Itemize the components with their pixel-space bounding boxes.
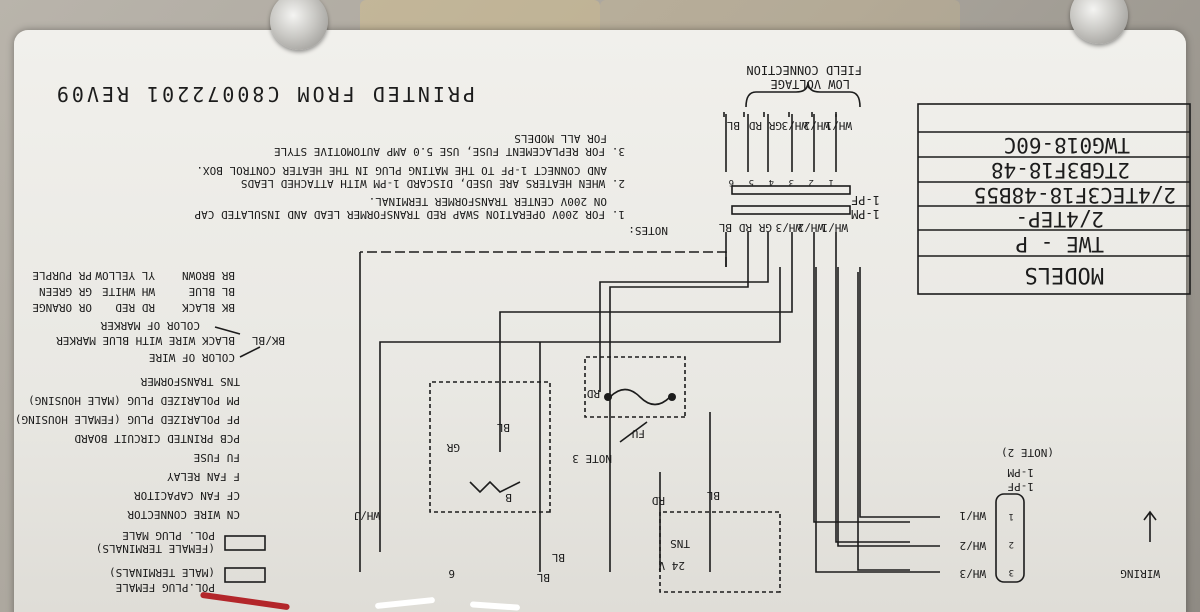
model-row: 2/4TEC3F18-48B55 <box>974 183 1176 207</box>
wiring-label: WIRING <box>1120 567 1160 580</box>
note-1-line-2: ON 200V CENTER TRANSFORMER TERMINAL. <box>369 195 607 208</box>
model-row: 2TGB3F18-48 <box>991 158 1130 182</box>
color-code: OR ORANGE <box>32 301 92 314</box>
color-code: BK BLACK <box>182 301 235 314</box>
fc-wire-label-lower: GR <box>758 221 772 234</box>
color-of-wire: COLOR OF WIRE <box>149 351 235 364</box>
plug-label-pf: 1-PF <box>851 193 880 207</box>
marker-description: BLACK WIRE WITH BLUE MARKER <box>56 334 235 347</box>
field-connection-title: FIELD CONNECTION <box>746 63 862 77</box>
note-3-line-2: FOR ALL MODELS <box>514 132 607 145</box>
legend-item: PF POLARIZED PLUG (FEMALE HOUSING) <box>15 413 240 426</box>
note-2-line-2: AND CONNECT 1-PF TO THE MATING PLUG IN T… <box>196 164 607 177</box>
wh-j-label: WH/J <box>354 509 381 522</box>
fc-wire-label: BL <box>726 119 740 132</box>
model-row: TWE - P <box>1015 232 1104 256</box>
color-of-marker: COLOR OF MARKER <box>100 319 200 332</box>
color-code: GR GREEN <box>39 285 92 298</box>
fc-pin: 3 <box>789 177 794 187</box>
heater-pin: 2 <box>1009 539 1014 549</box>
heater-wire: WH/1 <box>960 509 987 522</box>
notes-block: NOTES: 1. FOR 200V OPERATION SWAP RED TR… <box>194 132 668 237</box>
screw-icon <box>270 0 328 50</box>
marker-code: BK/BL <box>252 334 285 347</box>
legend-item: PM POLARIZED PLUG (MALE HOUSING) <box>28 394 240 407</box>
heater-wire: WH/3 <box>960 567 987 580</box>
color-code: WH WHITE <box>102 285 155 298</box>
tns-label: TNS <box>670 537 690 550</box>
heater-pin: 1 <box>1009 511 1014 521</box>
bl-bottom-label: BL <box>551 551 565 564</box>
low-voltage-title: LOW VOLTAGE <box>771 77 850 91</box>
fc-wire-label-lower: WH/2 <box>798 221 825 234</box>
field-connection-block: FIELD CONNECTION LOW VOLTAGE 1-PM 1-PF B… <box>718 63 880 267</box>
fc-pin: 4 <box>769 177 774 187</box>
heater-note: (NOTE 2) <box>1001 446 1054 459</box>
model-row: TWG018-60C <box>1004 133 1130 157</box>
schematic-wiring <box>359 251 910 593</box>
notes-heading: NOTES: <box>628 224 668 237</box>
fc-pin: 1 <box>829 177 834 187</box>
fc-pin: 5 <box>749 177 754 187</box>
plug-label-pm: 1-PM <box>851 207 880 221</box>
legend-item: F FAN RELAY <box>167 470 240 483</box>
color-code: RD RED <box>115 301 155 314</box>
fc-wire-label: WH/2 <box>804 119 831 132</box>
pol-plug-female: POL.PLUG FEMALE <box>116 581 215 594</box>
bl-bottom-label: BL <box>536 571 550 584</box>
fc-pin: 6 <box>729 177 734 187</box>
models-table: MODELS TWE - P 2/4TEP- 2/4TEC3F18-48B55 … <box>917 103 1191 295</box>
bl-vertical-label: BL <box>706 489 720 502</box>
volt-label: 24 V <box>658 559 685 572</box>
heater-pm: 1-PM <box>1007 466 1034 479</box>
b-label: B <box>505 491 512 504</box>
heater-wire: WH/2 <box>960 539 987 552</box>
fc-wire-label-lower: RD <box>739 221 752 234</box>
gr-label: GR <box>446 441 460 454</box>
rd-vertical-label: RD <box>652 494 665 507</box>
pol-plug-male: POL. PLUG MALE <box>122 529 215 542</box>
color-code-table: BR BROWN YL YELLOW PR PURPLE BL BLUE WH … <box>32 269 235 314</box>
legend-item: PCB PRINTED CIRCUIT BOARD <box>74 432 240 445</box>
note-1-line-1: 1. FOR 200V OPERATION SWAP RED TRANSFORM… <box>194 208 625 221</box>
color-code: BR BROWN <box>182 269 235 282</box>
note-3-line-1: 3. FOR REPLACEMENT FUSE, USE 5.0 AMP AUT… <box>274 145 625 158</box>
fc-wire-label: RD <box>749 119 762 132</box>
fc-wire-label-lower: WH/1 <box>822 221 849 234</box>
female-terminals: (FEMALE TERMINALS) <box>96 542 215 555</box>
fc-wire-label: WH/3 <box>782 119 809 132</box>
abbreviation-legend: TNS TRANSFORMER PM POLARIZED PLUG (MALE … <box>15 375 266 594</box>
heater-pin: 3 <box>1009 567 1014 577</box>
bl-label: BL <box>496 421 510 434</box>
fc-wire-label: GR <box>768 119 782 132</box>
color-code: PR PURPLE <box>32 269 92 282</box>
rd-label: RD <box>587 387 600 400</box>
male-terminals: (MALE TERMINALS) <box>109 566 215 579</box>
printed-from-text: PRINTED FROM C80072201 REV09 <box>54 82 475 106</box>
fc-wire-label-lower: WH/3 <box>776 221 803 234</box>
heater-pf: 1-PF <box>1008 480 1035 493</box>
marker-legend: COLOR OF MARKER BK/BL BLACK WIRE WITH BL… <box>56 319 285 364</box>
legend-item: FU FUSE <box>194 451 240 464</box>
legend-item: CN WIRE CONNECTOR <box>127 508 240 521</box>
color-code: BL BLUE <box>189 285 235 298</box>
pin-6-label: 6 <box>448 567 455 580</box>
color-code: YL YELLOW <box>95 269 155 282</box>
fc-wire-label-lower: BL <box>718 221 732 234</box>
fc-pin: 2 <box>809 177 814 187</box>
heater-plug-block: (NOTE 2) 1-PM 1-PF WH/1 WH/2 WH/3 1 2 3 … <box>815 267 1160 583</box>
legend-item: CF FAN CAPACITOR <box>134 489 240 502</box>
model-row: 2/4TEP- <box>1015 207 1104 231</box>
note-2-line-1: 2. WHEN HEATERS ARE USED, DISCARD 1-PM W… <box>241 177 625 190</box>
models-title: MODELS <box>1025 262 1104 287</box>
legend-item: TNS TRANSFORMER <box>140 375 240 388</box>
fc-wire-label: WH/1 <box>826 119 853 132</box>
schematic-labels: RD FU NOTE 3 GR BL B RD BL WH/J TNS 24 V… <box>354 387 721 584</box>
note-3-label: NOTE 3 <box>572 452 612 465</box>
fu-label: FU <box>632 427 645 440</box>
